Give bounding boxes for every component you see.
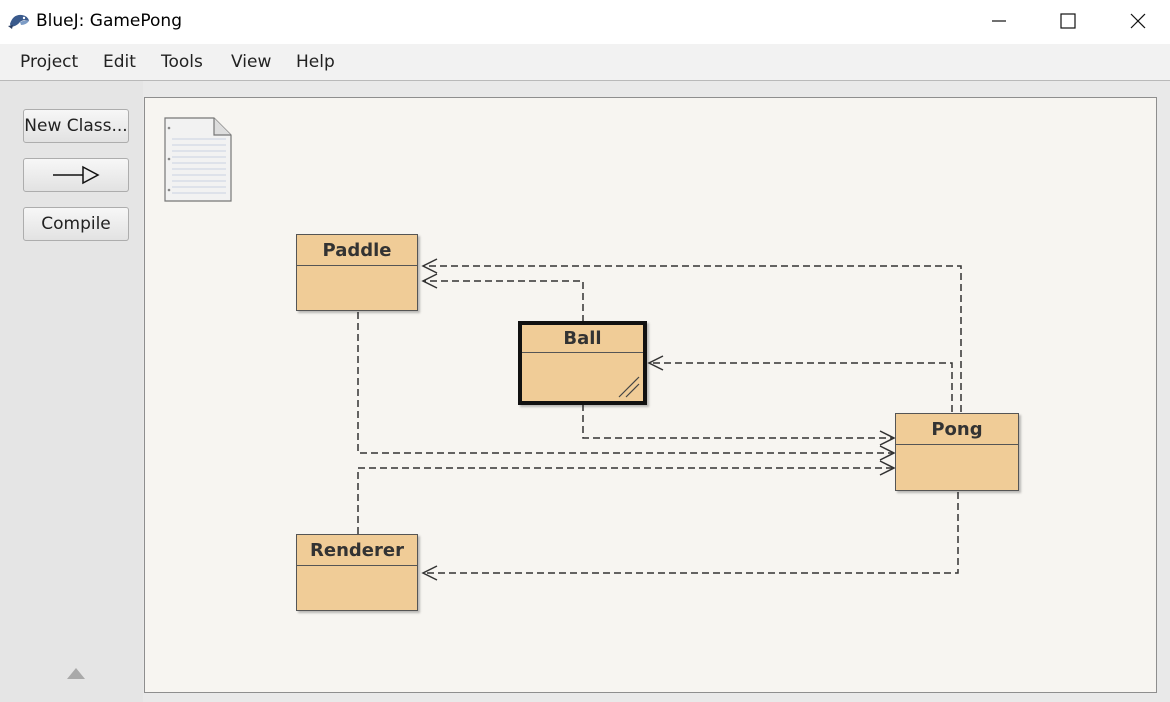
menu-tools[interactable]: Tools [161,52,203,72]
class-renderer[interactable]: Renderer [296,534,418,611]
minimize-icon [992,20,1006,22]
title-bar: BlueJ: GamePong [0,0,1170,44]
dependency-arrows [357,258,962,581]
menu-help[interactable]: Help [296,52,335,72]
class-name: Ball [522,325,643,353]
menu-bar: Project Edit Tools View Help [0,44,1170,81]
minimize-button[interactable] [964,0,1034,42]
class-diagram-canvas[interactable]: Paddle Ball Pong Renderer [144,97,1157,693]
scroll-up-arrow-icon[interactable] [67,668,85,679]
readme-document-icon[interactable] [162,115,234,205]
new-class-button[interactable]: New Class... [23,109,129,143]
menu-edit[interactable]: Edit [103,52,136,72]
resize-handle-icon[interactable] [615,375,641,399]
bluej-bird-icon [8,14,29,29]
close-icon [1130,13,1146,29]
menu-view[interactable]: View [231,52,272,72]
class-name: Paddle [297,235,417,266]
compile-button[interactable]: Compile [23,207,129,241]
maximize-icon [1060,13,1076,29]
class-paddle[interactable]: Paddle [296,234,418,311]
tool-panel: New Class... Compile [0,81,143,702]
inheritance-arrow-icon [53,165,100,185]
class-name: Renderer [297,535,417,566]
new-inheritance-arrow-button[interactable] [23,158,129,192]
maximize-button[interactable] [1033,0,1103,42]
class-pong[interactable]: Pong [895,413,1019,491]
class-ball[interactable]: Ball [518,321,647,405]
menu-project[interactable]: Project [20,52,79,72]
class-name: Pong [896,414,1018,445]
close-button[interactable] [1103,0,1170,42]
window-title: BlueJ: GamePong [36,11,182,31]
